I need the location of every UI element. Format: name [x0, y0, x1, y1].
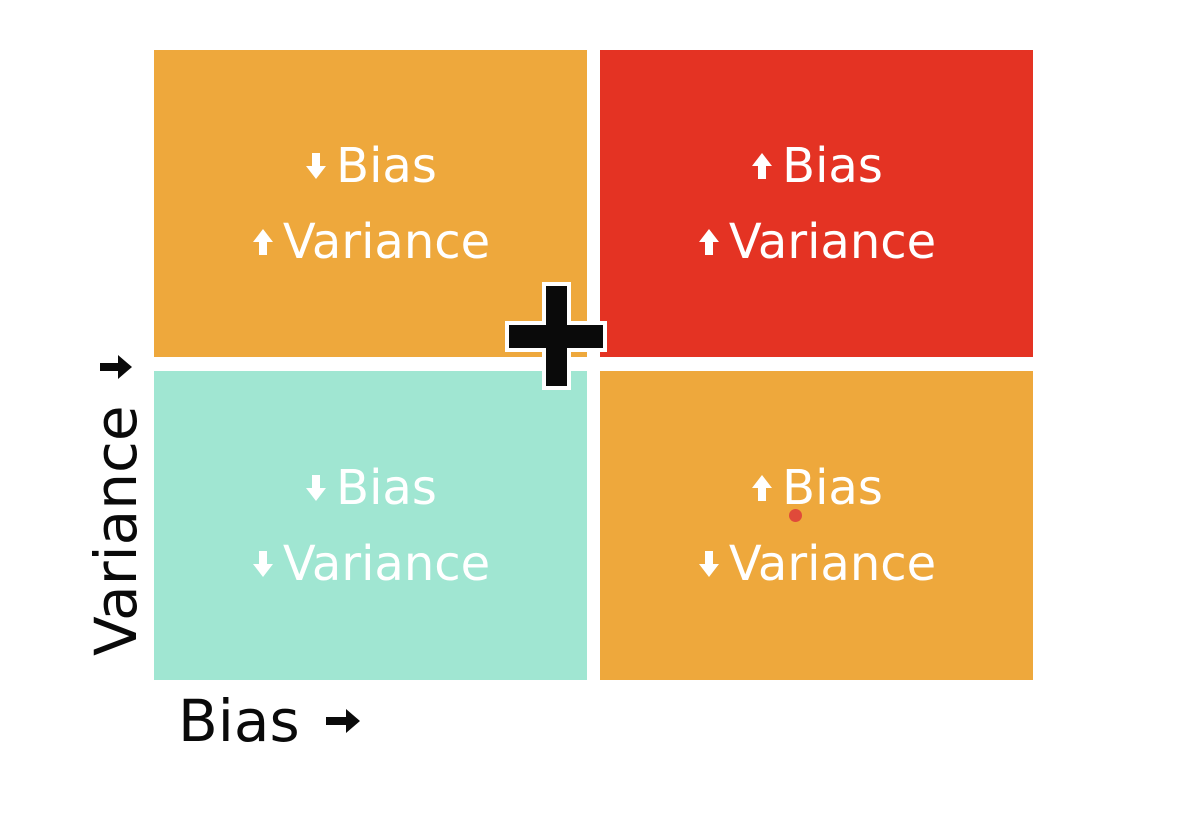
quadrant-high-bias-low-variance: Bias Variance — [600, 371, 1033, 680]
quadrant-bias-label: Bias — [782, 137, 883, 194]
quadrant-variance-label: Variance — [282, 213, 491, 270]
down-arrow-icon — [251, 549, 275, 579]
quadrant-bias-label: Bias — [336, 137, 437, 194]
up-arrow-icon — [98, 353, 134, 381]
quadrant-low-bias-high-variance: Bias Variance — [154, 50, 587, 357]
y-axis-label-group: Variance — [82, 324, 150, 664]
quadrant-line-variance: Variance — [697, 526, 936, 602]
quadrant-line-variance: Variance — [697, 204, 936, 280]
right-arrow-icon — [324, 707, 362, 735]
quadrant-variance-label: Variance — [728, 213, 937, 270]
down-arrow-icon — [304, 151, 328, 181]
quadrant-line-variance: Variance — [251, 526, 490, 602]
quadrant-bias-label: Bias — [782, 459, 883, 516]
quadrant-variance-label: Variance — [282, 535, 491, 592]
down-arrow-icon — [697, 549, 721, 579]
up-arrow-icon — [251, 227, 275, 257]
quadrant-line-variance: Variance — [251, 204, 490, 280]
plus-cursor-icon — [505, 282, 607, 390]
y-axis-label: Variance — [82, 405, 150, 656]
down-arrow-icon — [304, 473, 328, 503]
quadrant-line-bias: Bias — [750, 128, 883, 204]
x-axis-label: Bias — [178, 687, 300, 755]
up-arrow-icon — [750, 473, 774, 503]
quadrant-variance-label: Variance — [728, 535, 937, 592]
quadrant-line-bias: Bias — [304, 450, 437, 526]
x-axis: Bias — [178, 684, 362, 758]
quadrant-line-bias: Bias — [304, 128, 437, 204]
quadrant-line-bias: Bias — [750, 450, 883, 526]
quadrant-low-bias-low-variance: Bias Variance — [154, 371, 587, 680]
up-arrow-icon — [697, 227, 721, 257]
quadrant-bias-label: Bias — [336, 459, 437, 516]
quadrant-high-bias-high-variance: Bias Variance — [600, 50, 1033, 357]
y-axis: Variance — [82, 324, 150, 664]
red-dot-marker — [789, 509, 802, 522]
up-arrow-icon — [750, 151, 774, 181]
